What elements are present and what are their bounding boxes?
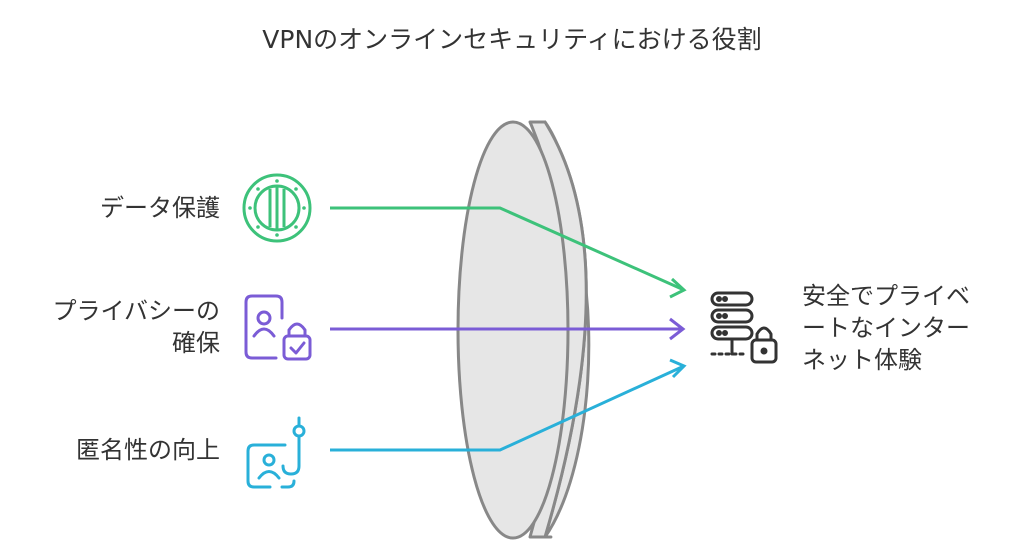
anonymity-icon [246, 416, 306, 489]
privacy-lock-icon [244, 294, 312, 361]
label-privacy-line-1: プライバシーの [52, 297, 220, 325]
connector-data-protection [330, 206, 687, 299]
connector-privacy [330, 317, 686, 341]
shield-icon [242, 173, 312, 243]
label-anonymity: 匿名性の向上 [76, 436, 220, 464]
label-privacy-line-2: 確保 [172, 329, 220, 357]
label-output-line-1: 安全でプライベ [802, 282, 970, 310]
label-secure-experience: 安全でプライベ ートなインター ネット体験 [802, 280, 970, 376]
label-output-line-2: ートなインター [802, 314, 970, 342]
label-privacy: プライバシーの 確保 [52, 295, 220, 359]
secure-server-icon [710, 291, 778, 364]
diagram-title: VPNのオンラインセキュリティにおける役割 [262, 25, 762, 54]
connector-anonymity [330, 358, 687, 452]
label-data-protection: データ保護 [100, 194, 220, 222]
label-output-line-3: ネット体験 [802, 346, 922, 374]
